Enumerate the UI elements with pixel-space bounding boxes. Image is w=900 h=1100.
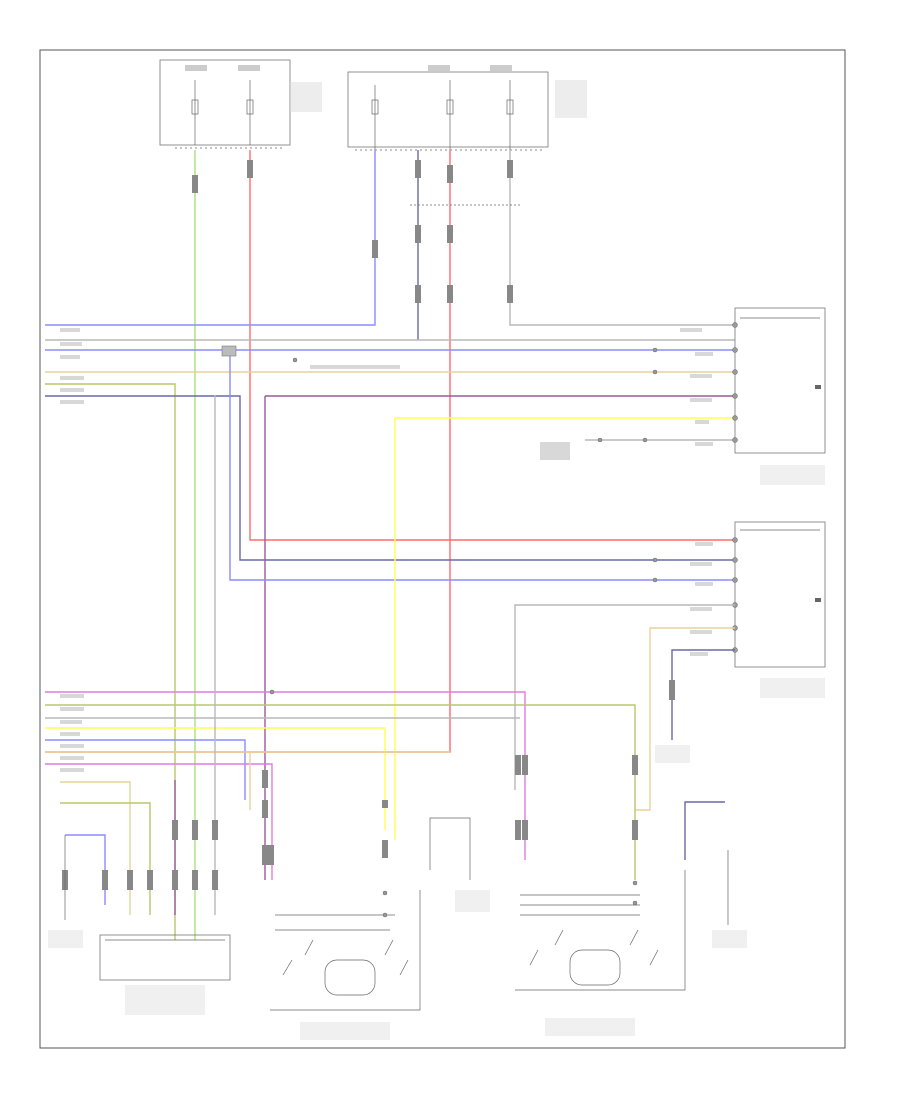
wire-tan-mid [635, 627, 735, 811]
ground-symbol [655, 705, 690, 763]
connector-symbol [732, 322, 738, 328]
module-bottom-left [99, 934, 231, 1015]
splice-points [269, 347, 658, 918]
motor-symbol [324, 959, 376, 996]
connectors-lower-left [62, 680, 675, 890]
switch-symbol [384, 939, 394, 956]
fuse-block-right [347, 65, 587, 151]
connector-symbol [732, 369, 738, 375]
switch-symbol [629, 929, 639, 946]
wire-label-blocks [60, 328, 713, 772]
fuse-block-left [159, 59, 322, 149]
wire-navy-mid [671, 649, 735, 705]
wire-yellow [394, 417, 735, 840]
fuse-symbol [506, 99, 514, 115]
bus-bottom [45, 395, 636, 915]
fuse-symbol [191, 99, 199, 115]
connector-symbol [732, 415, 738, 421]
switch-symbol [399, 959, 409, 976]
connector-symbol [732, 537, 738, 543]
wire-red-feed-2 [45, 150, 453, 753]
wire-navy-feed [415, 150, 421, 340]
wire-blue-feed [45, 150, 378, 326]
switch-symbol [649, 949, 659, 966]
fuse-symbol [371, 99, 379, 115]
switch-symbol [304, 939, 314, 956]
connector-symbol [732, 577, 738, 583]
fuse-symbol [246, 99, 254, 115]
module-middle-right [732, 521, 826, 698]
module-upper-right [732, 307, 826, 485]
bus-top [45, 339, 735, 940]
switch-right [515, 870, 686, 1036]
fuse-symbol [446, 99, 454, 115]
wire-red-feed [247, 150, 735, 541]
ground-symbol [684, 801, 747, 948]
motor-symbol [569, 949, 621, 986]
switch-left [270, 890, 421, 1040]
wire-ground-lower-right [585, 437, 735, 443]
switch-symbol [554, 929, 564, 946]
switch-symbol [529, 949, 539, 966]
ground-symbol [48, 835, 83, 948]
connector-symbol [732, 393, 738, 399]
connector-symbol [732, 437, 738, 443]
diagram-border [39, 49, 846, 1049]
ground-symbol [429, 817, 490, 912]
switch-symbol [282, 959, 293, 976]
wire-gray-feed [507, 150, 735, 326]
wire-gray-mid [514, 604, 735, 790]
connector-symbol [732, 347, 738, 353]
connector-symbol [732, 557, 738, 563]
wire-green-feed [192, 150, 198, 940]
